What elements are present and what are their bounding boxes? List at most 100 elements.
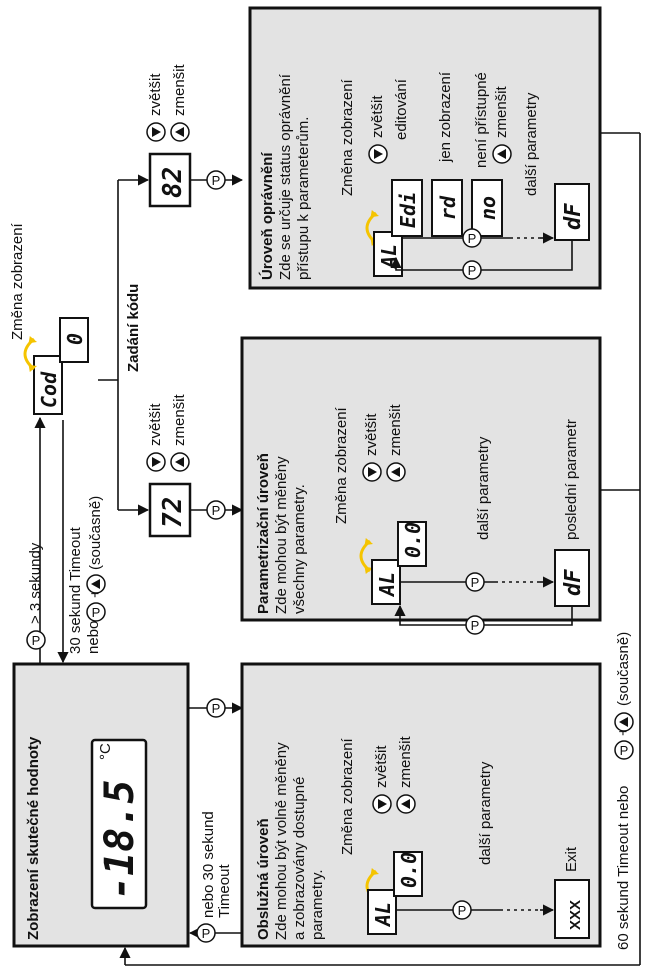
cod-lcd [33,355,63,415]
operator-desc-2: a zobrazovány dostupné [291,777,308,940]
auth-up: zvětšit [369,95,386,138]
operator-last: XXX [567,900,584,930]
auth-next: další parametry [523,92,540,196]
connector-lines [34,132,641,966]
main-value: -18.5 [97,780,143,900]
code-72-down: zmenšit [171,393,188,446]
code-72-up: zvětšit [147,403,164,446]
auth-no-label: není přístupné [473,72,490,168]
down-button-icon [492,144,512,164]
down-button-icon [396,794,416,814]
operator-change: Změna zobrazení [339,737,356,855]
p-button-icon [614,740,634,760]
operator-val-lcd [393,851,423,897]
timeout-label: 30 sekund Timeout [67,526,84,654]
auth-edi: Edi [396,192,420,228]
auth-rd-label: jen zobrazení [437,71,454,163]
code-82-lcd [148,152,192,208]
auth-edi-lcd [391,179,423,237]
down-button-icon [614,712,634,732]
down-button-icon [86,574,106,594]
operator-next: další parametry [477,761,494,865]
p-button-icon [86,602,106,622]
param-title: Parametrizační úroveň [255,453,272,614]
change-display-arrow-icon [25,336,37,372]
operator-al-lcd [367,889,397,935]
cod-display: Cod [37,371,61,408]
param-level-box: Parametrizační úroveň Zde mohou být měně… [240,336,602,635]
code-72-lcd [148,482,192,538]
operator-last-lcd [554,879,590,939]
code-82-display: 82 [158,167,188,198]
down-button-icon [386,462,406,482]
auth-title: Úroveň oprávnění [258,152,276,280]
auth-level-box: Úroveň oprávnění Zde se určuje status op… [248,6,602,290]
p-button-icon [26,630,46,650]
operator-return-b: Timeout [216,864,233,918]
operator-level-box: Obslužná úroveň Zde mohou být volně měně… [240,662,602,948]
up-button-icon [362,462,382,482]
param-last: dF [561,569,586,596]
main-display-title: Zobrazení skutečné hodnoty [25,736,42,940]
auth-edit-label: editování [393,78,410,140]
operator-exit: Exit [563,846,580,872]
main-value-lcd [90,738,148,910]
auth-no-lcd [471,179,503,237]
cod-change-label: Změna zobrazení [9,222,26,340]
up-button-icon [146,452,166,472]
auth-rd-lcd [431,179,463,237]
code-82-down: zmenšit [171,63,188,116]
timeout-simultaneous: (současně) [87,496,104,570]
bottom-return-a: 60 sekund Timeout nebo [615,786,632,950]
code-zero-display: 0 [63,333,87,345]
up-button-icon [372,794,392,814]
param-al-lcd [371,559,401,605]
main-display-box: Zobrazení skutečné hodnoty -18.5 °C [12,662,190,948]
up-button-icon [368,144,388,164]
p-button-icon [206,500,226,520]
auth-al: AL [377,244,401,270]
operator-al: AL [371,902,395,928]
param-last-label: poslední parametr [563,419,580,540]
operator-title: Obslužná úroveň [255,818,272,940]
operator-down: zmenšit [397,735,414,788]
main-unit: °C [97,743,114,760]
param-down: zmenšit [387,403,404,456]
p-button-icon [462,260,482,280]
code-72-display: 72 [158,497,188,528]
param-last-lcd [554,549,590,607]
param-desc-2: všechny parametry. [291,484,308,614]
p-button-icon [465,572,485,592]
param-val-lcd [397,521,427,567]
code-82-up: zvětšit [147,73,164,116]
bottom-return-simultaneous: (současně) [615,632,632,706]
operator-val: 0.0 [397,852,421,888]
operator-return-a: nebo 30 sekund [200,811,217,918]
auth-desc-1: Zde se určuje status oprávnění [277,73,294,280]
operator-desc-3: parametry. [309,869,326,940]
auth-rd: rd [436,195,460,220]
auth-down: zmenšit [493,85,510,138]
auth-no: no [476,196,500,220]
p-button-icon [206,698,226,718]
down-button-icon [170,122,190,142]
up-button-icon [146,122,166,142]
param-next: další parametry [475,436,492,540]
p-button-icon [206,170,226,190]
param-al: AL [375,572,399,598]
auth-al-lcd [373,231,403,277]
auth-last-lcd [554,183,590,241]
timeout-or-label: nebo [85,621,102,654]
auth-last: dF [561,203,586,230]
param-val: 0.0 [401,522,425,558]
p-button-icon [465,615,485,635]
p-button-icon [462,228,482,248]
operator-desc-1: Zde mohou být volně měněny [273,742,290,940]
param-change: Změna zobrazení [333,406,350,524]
auth-change: Změna zobrazení [339,78,356,196]
p-hold-label: > 3 sekundy [27,542,44,624]
code-zero-lcd [59,317,89,363]
operator-up: zvětšit [373,745,390,788]
param-desc-1: Zde mohou být měněny [273,456,290,614]
